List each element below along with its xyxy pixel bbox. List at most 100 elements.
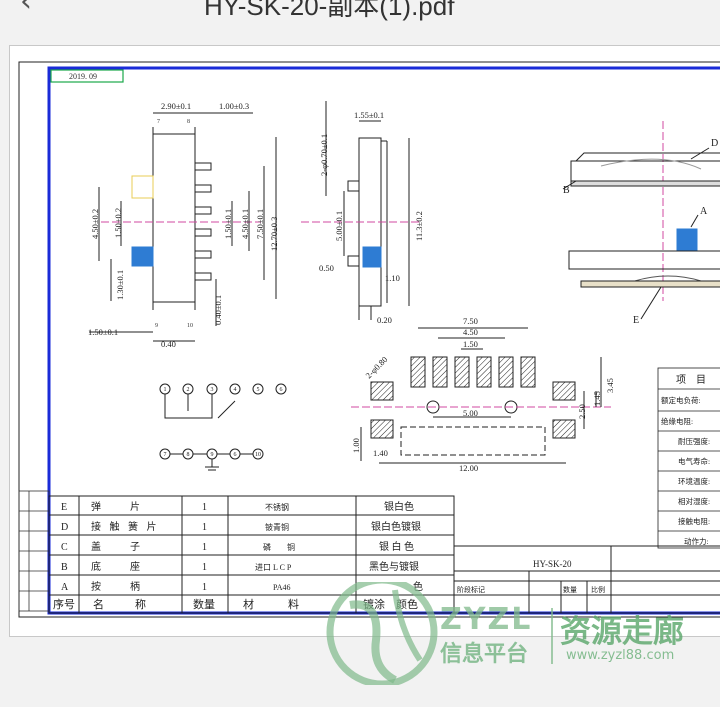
svg-text:磷 铜: 磷 铜 xyxy=(263,542,295,552)
engineering-drawing: 2019. 09 2.90±0. xyxy=(18,61,720,618)
svg-text:1: 1 xyxy=(202,562,207,573)
section-views xyxy=(562,121,720,320)
dim-lower-offset: 1.30±0.1 xyxy=(115,270,125,300)
svg-text:材 料: 材 料 xyxy=(243,597,303,611)
label-A: A xyxy=(700,206,708,217)
label-E: E xyxy=(633,315,639,326)
dim-mount-pad-height: 1.00 xyxy=(351,438,361,453)
svg-text:阶段标记: 阶段标记 xyxy=(457,585,485,594)
svg-text:绝缘电阻:: 绝缘电阻: xyxy=(661,416,693,426)
dim-hole-offset: 1.45 xyxy=(592,391,602,406)
svg-text:4: 4 xyxy=(234,387,237,393)
back-chevron-icon[interactable]: ‹ xyxy=(20,0,32,19)
dim-side-height: 11.3±0.2 xyxy=(414,211,424,241)
dim-front-width: 2.90±0.1 xyxy=(161,101,191,111)
left-margin-strips xyxy=(18,490,50,612)
dim-bottom-gap: 0.40 xyxy=(161,339,176,349)
dim-pin-pitch: 1.50±0.1 xyxy=(223,209,233,239)
pin-schematic xyxy=(159,383,287,471)
date-box xyxy=(50,69,124,83)
svg-text:不锈钢: 不锈钢 xyxy=(265,502,289,512)
model-number: HY-SK-20 xyxy=(533,559,572,569)
dim-actuator-depth: 1.10 xyxy=(385,273,400,283)
dim-pad-pitch: 1.50 xyxy=(463,339,478,349)
date-label: 2019. 09 xyxy=(69,72,97,81)
svg-text:银白色镀银: 银白色镀银 xyxy=(371,520,421,533)
svg-text:A: A xyxy=(61,582,69,593)
svg-text:名 称: 名 称 xyxy=(93,597,149,611)
dim-pin-step: 0.20 xyxy=(377,315,392,325)
svg-text:弹 片: 弹 片 xyxy=(91,500,143,513)
svg-text:10: 10 xyxy=(255,452,261,458)
label-B: B xyxy=(563,185,570,196)
dim-mount-pad-pitch: 2.50 xyxy=(577,404,587,419)
watermark-brand: ZYZL xyxy=(440,602,533,637)
svg-text:铍青铜: 铍青铜 xyxy=(265,522,289,532)
svg-text:6: 6 xyxy=(234,452,237,458)
document-title: HY-SK-20-副本(1).pdf xyxy=(204,0,455,21)
svg-text:B: B xyxy=(61,562,68,573)
svg-text:1: 1 xyxy=(202,522,207,533)
pdf-viewer-toolbar: ‹ HY-SK-20-副本(1).pdf xyxy=(0,0,720,38)
svg-text:1: 1 xyxy=(202,502,207,513)
svg-text:黑色与镀银: 黑色与镀银 xyxy=(369,560,419,573)
pin-label-7: 7 xyxy=(157,119,160,125)
side-view xyxy=(301,101,421,320)
watermark-url: www.zyzl88.com xyxy=(566,648,675,663)
pdf-page: 2019. 09 2.90±0. xyxy=(9,45,720,637)
svg-text:按 柄: 按 柄 xyxy=(91,580,143,593)
spec-table xyxy=(657,367,720,549)
svg-text:3: 3 xyxy=(211,387,214,393)
svg-text:电气寿命:: 电气寿命: xyxy=(678,456,710,466)
dim-bottom-left: 1.50±0.1 xyxy=(88,327,118,337)
dim-side-width: 1.55±0.1 xyxy=(354,110,384,120)
svg-text:接 触 簧 片: 接 触 簧 片 xyxy=(91,520,160,533)
svg-text:数量: 数量 xyxy=(193,598,215,611)
svg-text:7: 7 xyxy=(164,452,167,458)
outer-frame xyxy=(18,61,720,618)
dim-pad-span: 7.50 xyxy=(463,316,478,326)
svg-text:镀涂 颜色: 镀涂 颜色 xyxy=(363,597,418,611)
svg-text:相对湿度:: 相对湿度: xyxy=(678,496,710,506)
pin-label-10: 10 xyxy=(187,323,193,329)
front-view-dimensions: 2.90±0.1 1.00±0.3 4.50±0.2 1.50±0.2 1.30… xyxy=(88,101,279,349)
dim-post-offset: 0.50 xyxy=(319,263,334,273)
dim-mount-pad-width: 1.40 xyxy=(373,448,388,458)
svg-text:接触电阻:: 接触电阻: xyxy=(678,516,710,526)
side-view-dimensions: 1.55±0.1 2-φ0.70±0.1 5.00±0.1 11.3±0.2 0… xyxy=(319,110,424,325)
front-view xyxy=(89,112,277,342)
svg-text:耐压强度:: 耐压强度: xyxy=(678,436,710,446)
svg-text:2: 2 xyxy=(187,387,190,393)
label-D: D xyxy=(711,138,718,149)
bom-table xyxy=(48,495,720,614)
svg-text:底 座: 底 座 xyxy=(91,560,143,573)
svg-text:D: D xyxy=(61,522,68,533)
dim-pad-inner: 4.50 xyxy=(463,327,478,337)
svg-text:动作力:: 动作力: xyxy=(684,536,709,546)
pcb-layout xyxy=(351,327,611,464)
spec-table-text: 项 目 额定电负荷: 绝缘电阻: 耐压强度: 电气寿命: 环境温度: 相对湿度:… xyxy=(661,374,710,546)
svg-text:进口 L C P: 进口 L C P xyxy=(255,563,292,572)
svg-text:银 白 色: 银 白 色 xyxy=(379,540,414,553)
svg-text:盖 子: 盖 子 xyxy=(91,540,143,553)
dim-post-pitch: 5.00±0.1 xyxy=(334,211,344,241)
pin-label-9: 9 xyxy=(155,323,158,329)
dim-pin-span: 4.50±0.1 xyxy=(240,209,250,239)
dim-pin-total: 7.50±0.1 xyxy=(255,209,265,239)
dim-post-diameter: 2-φ0.70±0.1 xyxy=(319,134,329,176)
dim-pin-thickness: 0.40±0.1 xyxy=(213,295,223,325)
svg-text:色: 色 xyxy=(413,580,423,593)
dim-pcb-total-width: 12.00 xyxy=(459,463,478,473)
svg-text:额定电负荷:: 额定电负荷: xyxy=(661,395,701,405)
dim-hole-pitch: 5.00 xyxy=(463,408,478,418)
watermark-title: 资源走廊 xyxy=(560,614,684,650)
dim-actuator-travel: 4.50±0.2 xyxy=(90,209,100,239)
svg-text:6: 6 xyxy=(280,387,283,393)
svg-text:E: E xyxy=(61,502,67,513)
svg-text:9: 9 xyxy=(211,452,214,458)
svg-text:比例: 比例 xyxy=(591,585,605,594)
pin-label-8: 8 xyxy=(187,119,190,125)
watermark-divider xyxy=(551,608,553,664)
schematic-pin-numbers: 1 2 3 4 5 6 7 8 9 6 10 xyxy=(164,387,283,458)
bom-table-text: E 弹 片 1 不锈钢 银白色 D 接 触 簧 片 1 铍青铜 银白色镀银 C … xyxy=(53,500,423,611)
